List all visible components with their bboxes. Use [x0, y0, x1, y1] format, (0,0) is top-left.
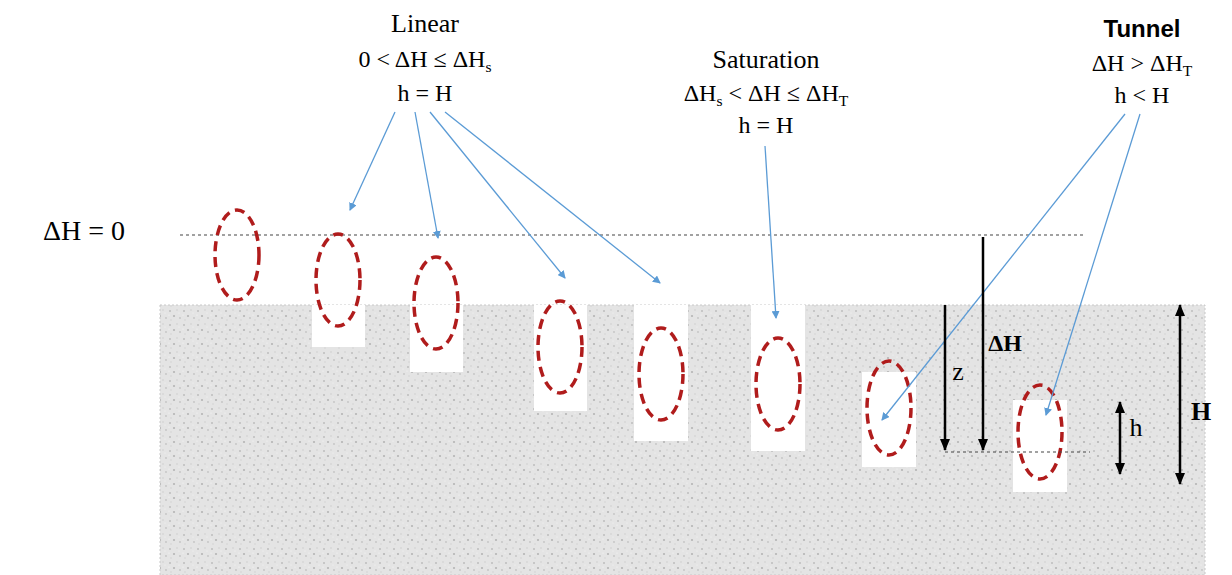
dimension-label: h: [1130, 414, 1143, 443]
regime-condition: h = H: [398, 80, 453, 106]
regime-condition: h < H: [1115, 82, 1170, 108]
reference-label: ΔH = 0: [43, 216, 125, 247]
regime-range: ΔHs < ΔH ≤ ΔHT: [684, 80, 849, 106]
regime-range: 0 < ΔH ≤ ΔHs: [359, 46, 492, 72]
dimension-label: z: [952, 358, 964, 387]
dimension-label: ΔH: [988, 330, 1022, 356]
leader-lines: [350, 112, 1140, 420]
dimension-arrows: [945, 237, 1180, 484]
dimension-label: H: [1191, 398, 1211, 427]
regime-title: Linear: [391, 10, 459, 39]
intruder-ellipses: [215, 210, 1062, 479]
regime-title: Saturation: [713, 46, 820, 75]
granular-bed: [160, 305, 1205, 575]
depth-line: [945, 451, 1090, 452]
regime-title: Tunnel: [1104, 16, 1181, 42]
regime-range: ΔH > ΔHT: [1092, 50, 1193, 76]
regime-condition: h = H: [739, 112, 794, 138]
cavities: [312, 305, 1067, 492]
reference-line: [180, 234, 1085, 235]
